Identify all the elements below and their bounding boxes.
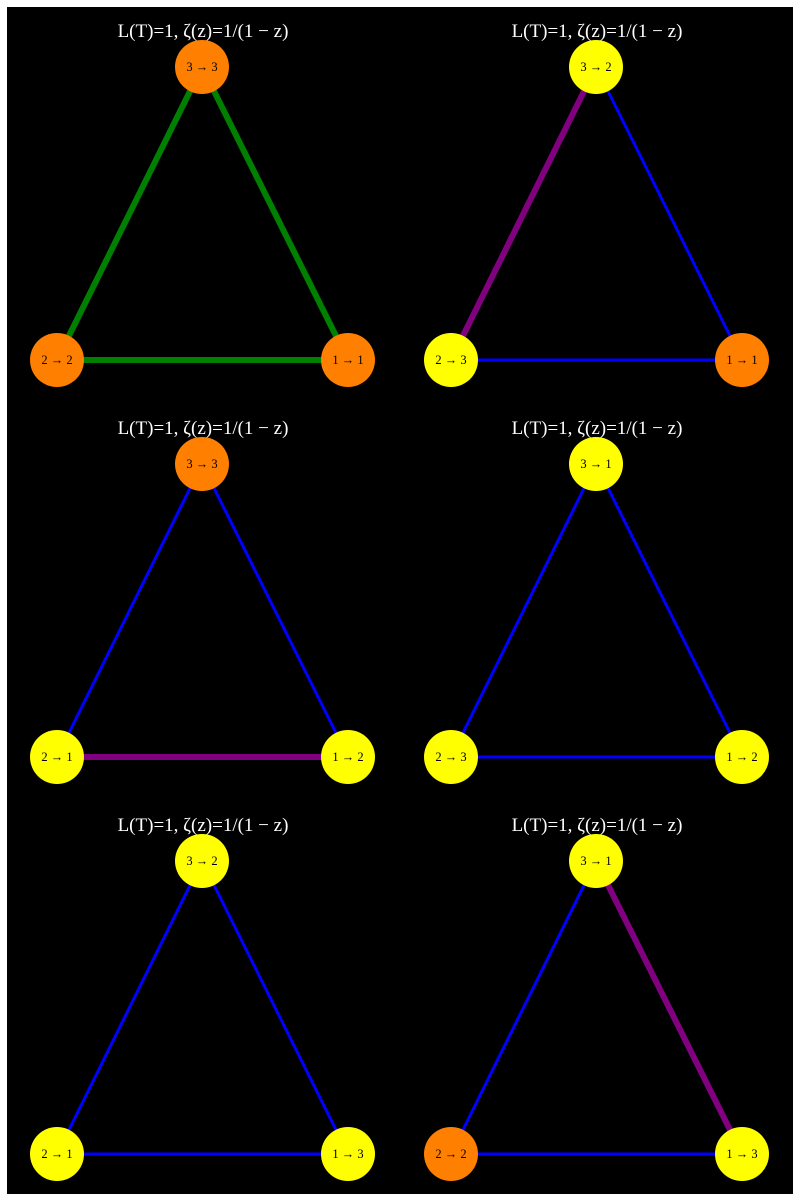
edge-top-left (55, 860, 204, 1155)
panel-title: L(T)=1, ζ(z)=1/(1 − z) (512, 815, 683, 836)
node-label: 3 → 1 (580, 457, 611, 471)
node-label: 1 → 1 (726, 353, 757, 367)
node-circle (175, 40, 229, 94)
graph-panel-3: L(T)=1, ζ(z)=1/(1 − z) 3 → 3 2 → 1 1 → 2 (30, 418, 375, 784)
panel-title: L(T)=1, ζ(z)=1/(1 − z) (118, 418, 289, 439)
node-circle (569, 437, 623, 491)
node-label: 2 → 1 (41, 750, 72, 764)
node: 1 → 2 (715, 730, 769, 784)
node-circle (715, 1127, 769, 1181)
node: 2 → 1 (30, 1127, 84, 1181)
node-circle (424, 1127, 478, 1181)
node-label: 3 → 2 (580, 60, 611, 74)
node-circle (424, 333, 478, 387)
edge-top-left (55, 463, 204, 758)
node: 3 → 1 (569, 834, 623, 888)
node-label: 2 → 2 (41, 353, 72, 367)
edge-top-left (449, 463, 598, 758)
node-circle (175, 834, 229, 888)
graph-panel-4: L(T)=1, ζ(z)=1/(1 − z) 3 → 1 2 → 3 1 → 2 (424, 418, 769, 784)
graph-panel-2: L(T)=1, ζ(z)=1/(1 − z) 3 → 2 2 → 3 1 → 1 (424, 21, 769, 387)
node-circle (30, 730, 84, 784)
node: 2 → 2 (30, 333, 84, 387)
node-label: 3 → 1 (580, 854, 611, 868)
edge-top-left (448, 65, 599, 362)
node-circle (715, 333, 769, 387)
node: 1 → 3 (715, 1127, 769, 1181)
node-label: 1 → 3 (332, 1147, 363, 1161)
node: 3 → 2 (569, 40, 623, 94)
node-label: 1 → 2 (332, 750, 363, 764)
node-label: 2 → 2 (435, 1147, 466, 1161)
graph-panel-1: L(T)=1, ζ(z)=1/(1 − z) 3 → 3 2 → 2 1 → 1 (30, 21, 375, 387)
edge-top-left (54, 65, 205, 362)
edge-top-right (594, 463, 744, 758)
node-circle (321, 333, 375, 387)
panel-title: L(T)=1, ζ(z)=1/(1 − z) (118, 815, 289, 836)
node: 2 → 1 (30, 730, 84, 784)
graph-panel-6: L(T)=1, ζ(z)=1/(1 − z) 3 → 1 2 → 2 1 → 3 (424, 815, 769, 1181)
node-circle (321, 730, 375, 784)
panel-title: L(T)=1, ζ(z)=1/(1 − z) (512, 418, 683, 439)
node: 3 → 2 (175, 834, 229, 888)
edge-top-left (449, 860, 598, 1155)
node: 3 → 3 (175, 437, 229, 491)
node: 1 → 3 (321, 1127, 375, 1181)
edge-top-right (200, 463, 350, 758)
node-circle (30, 333, 84, 387)
edge-top-right (593, 859, 745, 1156)
node-circle (424, 730, 478, 784)
panel-title: L(T)=1, ζ(z)=1/(1 − z) (512, 21, 683, 42)
edge-top-right (200, 860, 350, 1155)
node-circle (321, 1127, 375, 1181)
node: 2 → 3 (424, 333, 478, 387)
node-circle (715, 730, 769, 784)
node: 1 → 1 (715, 333, 769, 387)
node-label: 1 → 2 (726, 750, 757, 764)
node: 3 → 3 (175, 40, 229, 94)
node-circle (569, 40, 623, 94)
node-label: 2 → 3 (435, 750, 466, 764)
node: 1 → 2 (321, 730, 375, 784)
node: 3 → 1 (569, 437, 623, 491)
node-label: 3 → 2 (186, 854, 217, 868)
node-label: 3 → 3 (186, 60, 217, 74)
edge-top-right (594, 66, 744, 361)
node: 2 → 2 (424, 1127, 478, 1181)
node: 2 → 3 (424, 730, 478, 784)
node-circle (30, 1127, 84, 1181)
graph-panel-5: L(T)=1, ζ(z)=1/(1 − z) 3 → 2 2 → 1 1 → 3 (30, 815, 375, 1181)
edge-top-right (199, 65, 351, 362)
node-label: 2 → 3 (435, 353, 466, 367)
node-label: 3 → 3 (186, 457, 217, 471)
node-label: 2 → 1 (41, 1147, 72, 1161)
node-circle (569, 834, 623, 888)
node-circle (175, 437, 229, 491)
panel-title: L(T)=1, ζ(z)=1/(1 − z) (118, 21, 289, 42)
node: 1 → 1 (321, 333, 375, 387)
node-label: 1 → 1 (332, 353, 363, 367)
node-label: 1 → 3 (726, 1147, 757, 1161)
